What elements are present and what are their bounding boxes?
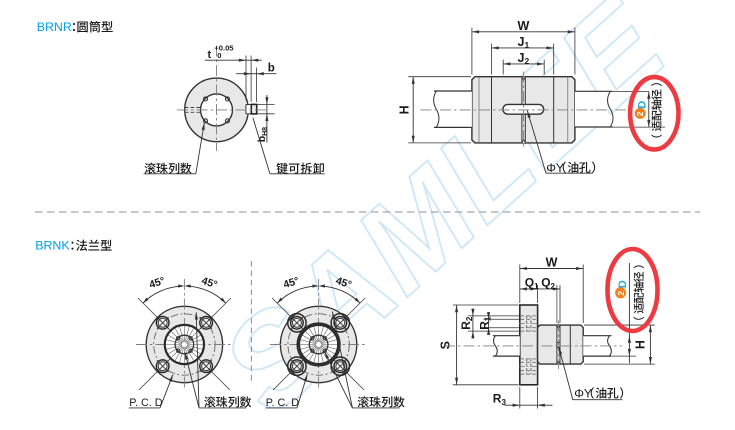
svg-text:H: H	[398, 105, 412, 114]
svg-text:45°: 45°	[200, 275, 219, 291]
svg-text:BRNK: BRNK	[35, 239, 70, 253]
svg-text:D: D	[617, 280, 629, 288]
svg-text:J1: J1	[518, 35, 530, 50]
svg-text:2: 2	[635, 111, 645, 116]
svg-text:0: 0	[217, 51, 221, 60]
svg-text:ΦY: ΦY	[574, 386, 592, 400]
svg-text:W: W	[517, 19, 529, 33]
svg-text:ΦY: ΦY	[546, 161, 564, 175]
svg-text:45°: 45°	[148, 275, 167, 291]
svg-text:b: b	[268, 62, 275, 74]
svg-text:P. C. D: P. C. D	[266, 397, 300, 409]
svg-text:H: H	[633, 340, 647, 349]
svg-text:2: 2	[616, 291, 626, 296]
svg-text:BRNR: BRNR	[37, 20, 72, 34]
svg-text:t: t	[208, 49, 212, 61]
svg-text:J2: J2	[518, 51, 530, 66]
svg-text:S: S	[439, 341, 453, 349]
svg-text:45°: 45°	[334, 275, 353, 291]
svg-text:45°: 45°	[282, 275, 301, 291]
svg-text:D: D	[636, 101, 648, 109]
svg-text:P. C. D: P. C. D	[129, 397, 163, 409]
svg-text:+0.05: +0.05	[214, 44, 234, 53]
svg-text:W: W	[546, 256, 558, 270]
